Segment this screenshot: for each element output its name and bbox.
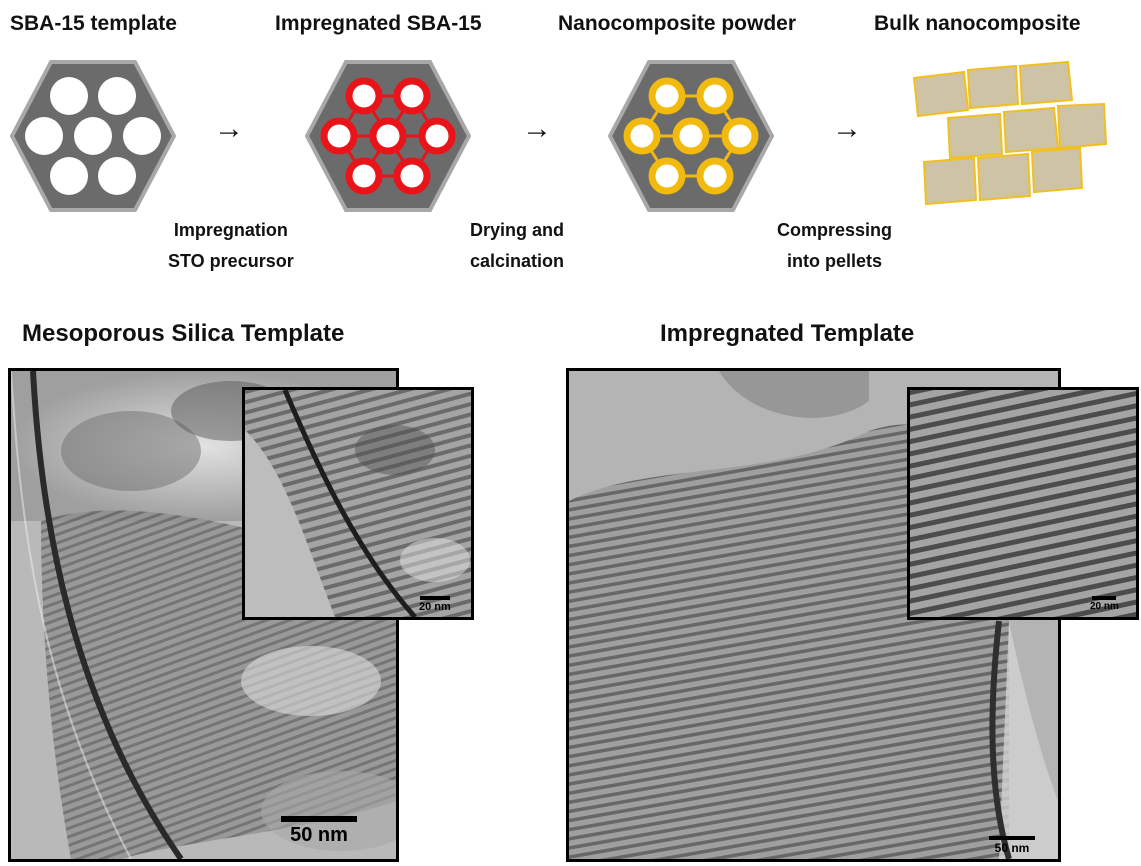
step-line: Drying and: [470, 220, 565, 240]
stage-title-sba15: SBA-15 template: [10, 12, 177, 35]
scale-bar: 20 nm: [1090, 596, 1119, 612]
sba15-template-icon: [9, 60, 177, 212]
scale-bar: 20 nm: [419, 596, 451, 613]
step-line: Impregnation: [173, 220, 288, 240]
scale-bar-label: 20 nm: [1090, 601, 1119, 612]
stage-title-impregnated: Impregnated SBA-15: [275, 12, 482, 35]
panel-title-left: Mesoporous Silica Template: [22, 320, 345, 347]
tem-inset-silica: 20 nm: [242, 387, 474, 620]
scale-bar-label: 50 nm: [290, 824, 348, 846]
step-line: calcination: [470, 251, 565, 271]
panel-title-right: Impregnated Template: [660, 320, 915, 347]
step-line: STO precursor: [168, 251, 294, 271]
stage-title-bulk: Bulk nanocomposite: [874, 12, 1081, 35]
scale-bar-label: 50 nm: [994, 841, 1030, 855]
arrow-icon: →: [832, 112, 862, 145]
bulk-nanocomposite-icon: [912, 60, 1108, 206]
arrow-icon: →: [522, 112, 552, 145]
scale-bar: 50 nm: [281, 816, 357, 847]
nanocomposite-powder-icon: [607, 60, 775, 212]
scale-bar-line: [1092, 596, 1117, 600]
scale-bar-line: [419, 596, 450, 600]
arrow-icon: →: [214, 112, 244, 145]
stage-title-powder: Nanocomposite powder: [558, 12, 797, 35]
step-line: into pellets: [787, 251, 883, 271]
scale-bar: 50 nm: [989, 836, 1035, 855]
scale-bar-line: [989, 836, 1035, 840]
step-label-compressing: Compressing into pellets: [777, 215, 892, 277]
scale-bar-line: [281, 816, 357, 822]
step-label-drying: Drying and calcination: [470, 215, 564, 277]
tem-inset-impregnated: 20 nm: [907, 387, 1139, 620]
step-line: Compressing: [777, 220, 893, 240]
scale-bar-label: 20 nm: [419, 601, 451, 613]
step-label-impregnation: Impregnation STO precursor: [168, 215, 294, 277]
impregnated-sba15-icon: [304, 60, 472, 212]
